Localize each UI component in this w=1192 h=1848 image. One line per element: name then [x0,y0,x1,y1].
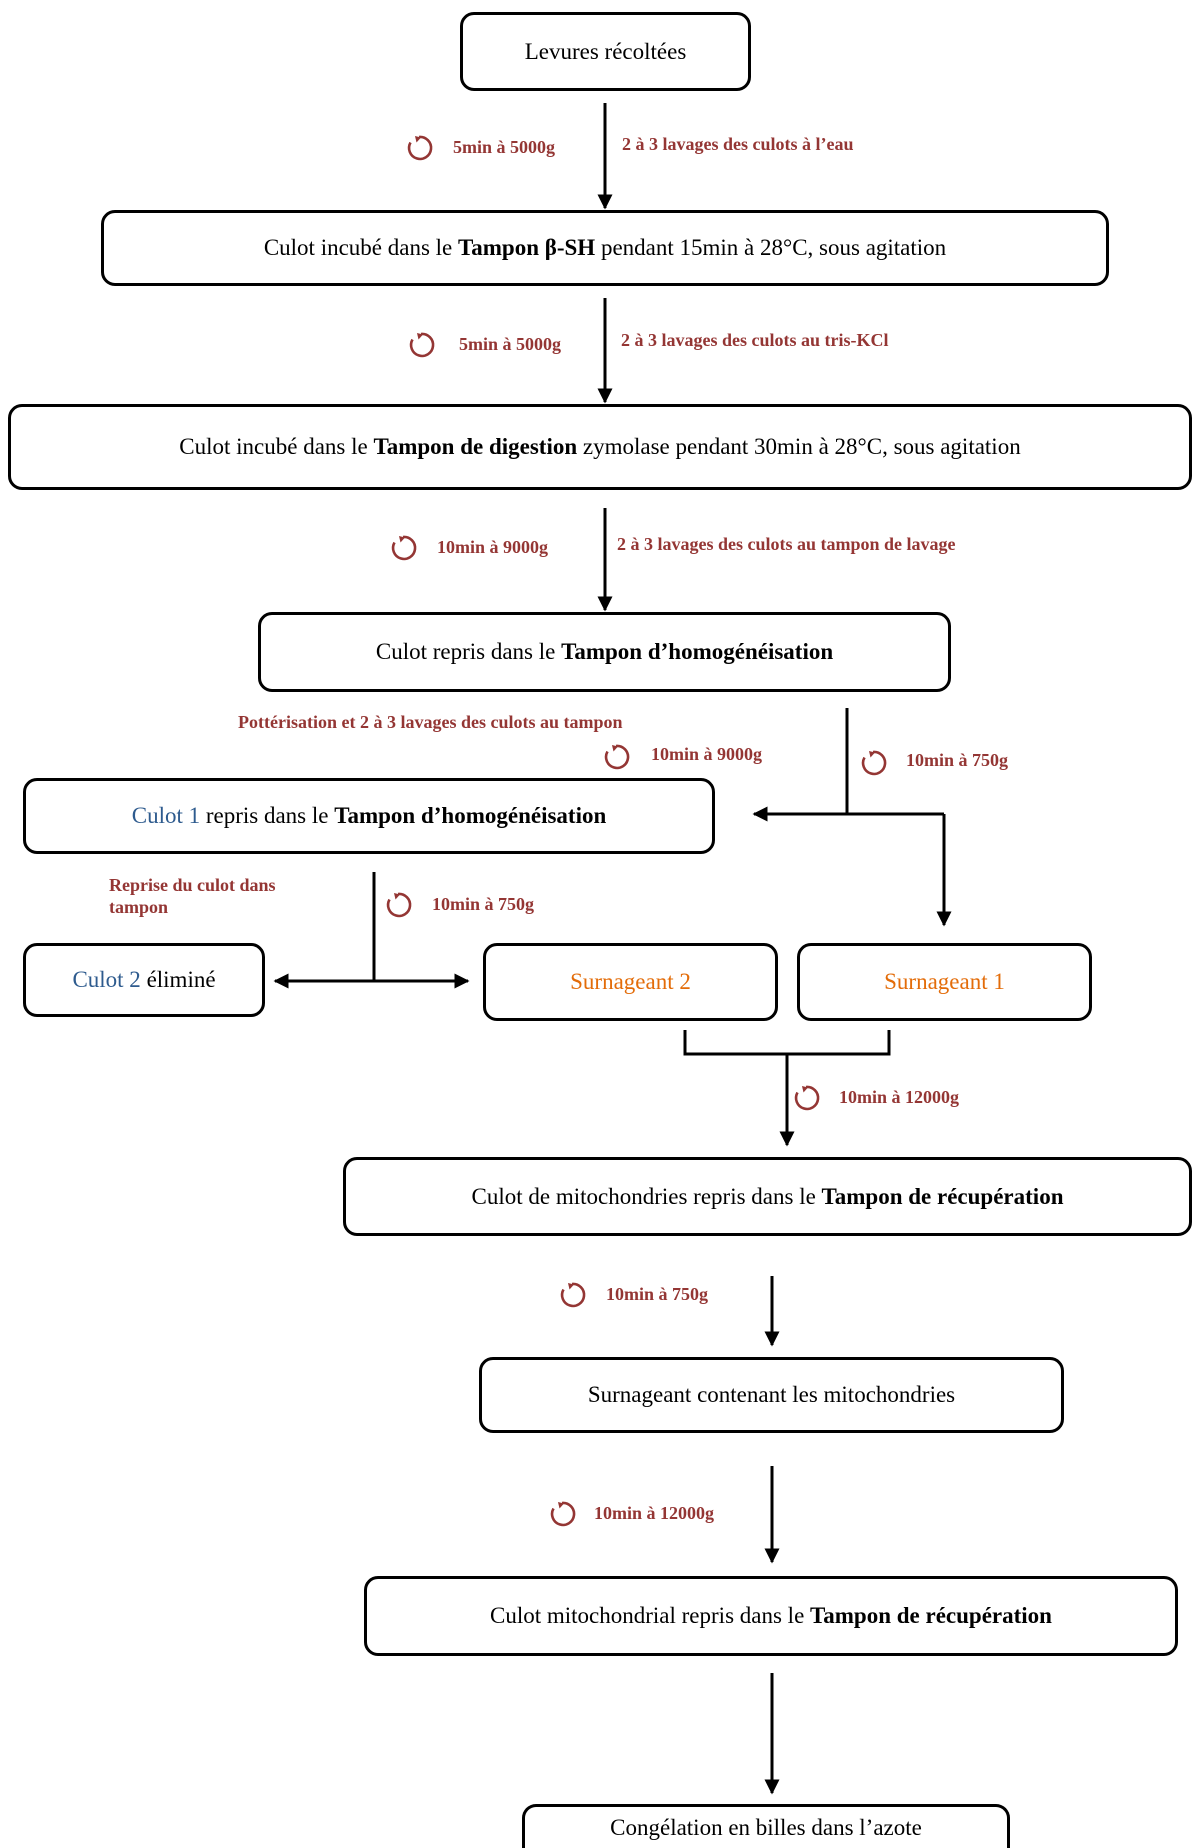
label-s5-spin: 10min à 750g [432,894,535,914]
rotation-icon [794,1085,820,1111]
box-congelation: Congélation en billes dans l’azote [522,1804,1010,1848]
box-tampon-bsh-bold: Tampon β-SH [458,235,596,260]
label-s2-spin: 5min à 5000g [459,334,562,354]
box-homogeneisation-bold: Tampon d’homogénéisation [561,639,834,664]
label-s3-wash: 2 à 3 lavages des culots au tampon de la… [617,534,956,554]
label-s7-spin: 10min à 750g [606,1284,709,1304]
box-culot1-pre: repris dans le [200,803,335,828]
box-levures: Levures récoltées [460,12,751,91]
box-culot-mitochondrial: Culot mitochondrial repris dans le Tampo… [364,1576,1178,1656]
label-s1-spin: 5min à 5000g [453,137,556,157]
box-culot-mitochondries: Culot de mitochondries repris dans le Ta… [343,1157,1192,1236]
box-culot1-bold: Tampon d’homogénéisation [334,803,607,828]
box-culot2-post: éliminé [140,967,216,992]
label-s4-potter: Pottérisation et 2 à 3 lavages des culot… [238,712,623,732]
box-culot-mitochondries-pre: Culot de mitochondries repris dans le [471,1183,822,1209]
merge-bracket [683,1030,891,1056]
label-s1-wash: 2 à 3 lavages des culots à l’eau [622,134,854,154]
label-s6-spin: 10min à 12000g [839,1087,960,1107]
box-surnageant2-text: Surnageant 2 [570,969,691,994]
label-s4-spin-right: 10min à 750g [906,750,1009,770]
box-surnageant1-text: Surnageant 1 [884,969,1005,994]
box-homogeneisation-pre: Culot repris dans le [375,639,562,664]
box-culot-mitochondrial-bold: Tampon de récupération [810,1603,1052,1628]
label-s3-spin: 10min à 9000g [437,537,549,557]
box-levures-text: Levures récoltées [524,38,687,64]
label-s5-reprise: Reprise du culot dans tampon [109,875,276,917]
rotation-icon [409,332,435,358]
box-homogeneisation: Culot repris dans le Tampon d’homogénéis… [258,612,951,692]
box-tampon-digestion: Culot incubé dans le Tampon de digestion… [8,404,1192,490]
box-tampon-bsh-post: pendant 15min à 28°C, sous agitation [595,235,947,260]
label-s4-spin-left: 10min à 9000g [651,744,763,764]
rotation-icon [386,892,412,918]
box-culot-mitochondries-bold: Tampon de récupération [821,1183,1064,1209]
box-tampon-bsh: Culot incubé dans le Tampon β-SH pendant… [101,210,1109,286]
box-tampon-digestion-bold: Tampon de digestion [373,434,578,459]
box-tampon-digestion-pre: Culot incubé dans le [179,434,374,459]
box-surnageant2: Surnageant 2 [483,943,778,1021]
label-s2-wash: 2 à 3 lavages des culots au tris-KCl [621,330,889,350]
box-tampon-digestion-post: zymolase pendant 30min à 28°C, sous agit… [577,434,1021,459]
box-culot1-colored: Culot 1 [131,803,201,828]
rotation-icon [407,135,433,161]
label-s8-spin: 10min à 12000g [594,1503,715,1523]
rotation-icon [550,1501,576,1527]
box-surnageant1: Surnageant 1 [797,943,1092,1021]
box-congelation-text: Congélation en billes dans l’azote [610,1814,922,1840]
rotation-icon [604,744,630,770]
box-culot2: Culot 2 éliminé [23,943,265,1017]
box-surnageant-mitochondries: Surnageant contenant les mitochondries [479,1357,1064,1433]
rotation-icon [391,535,417,561]
rotation-icon [560,1282,586,1308]
rotation-icon [861,750,887,776]
box-tampon-bsh-pre: Culot incubé dans le [263,235,459,260]
box-culot1: Culot 1 repris dans le Tampon d’homogéné… [23,778,715,854]
box-culot-mitochondrial-pre: Culot mitochondrial repris dans le [490,1603,811,1628]
box-culot2-colored: Culot 2 [72,967,141,992]
box-surnageant-mitochondries-text: Surnageant contenant les mitochondries [587,1382,956,1407]
